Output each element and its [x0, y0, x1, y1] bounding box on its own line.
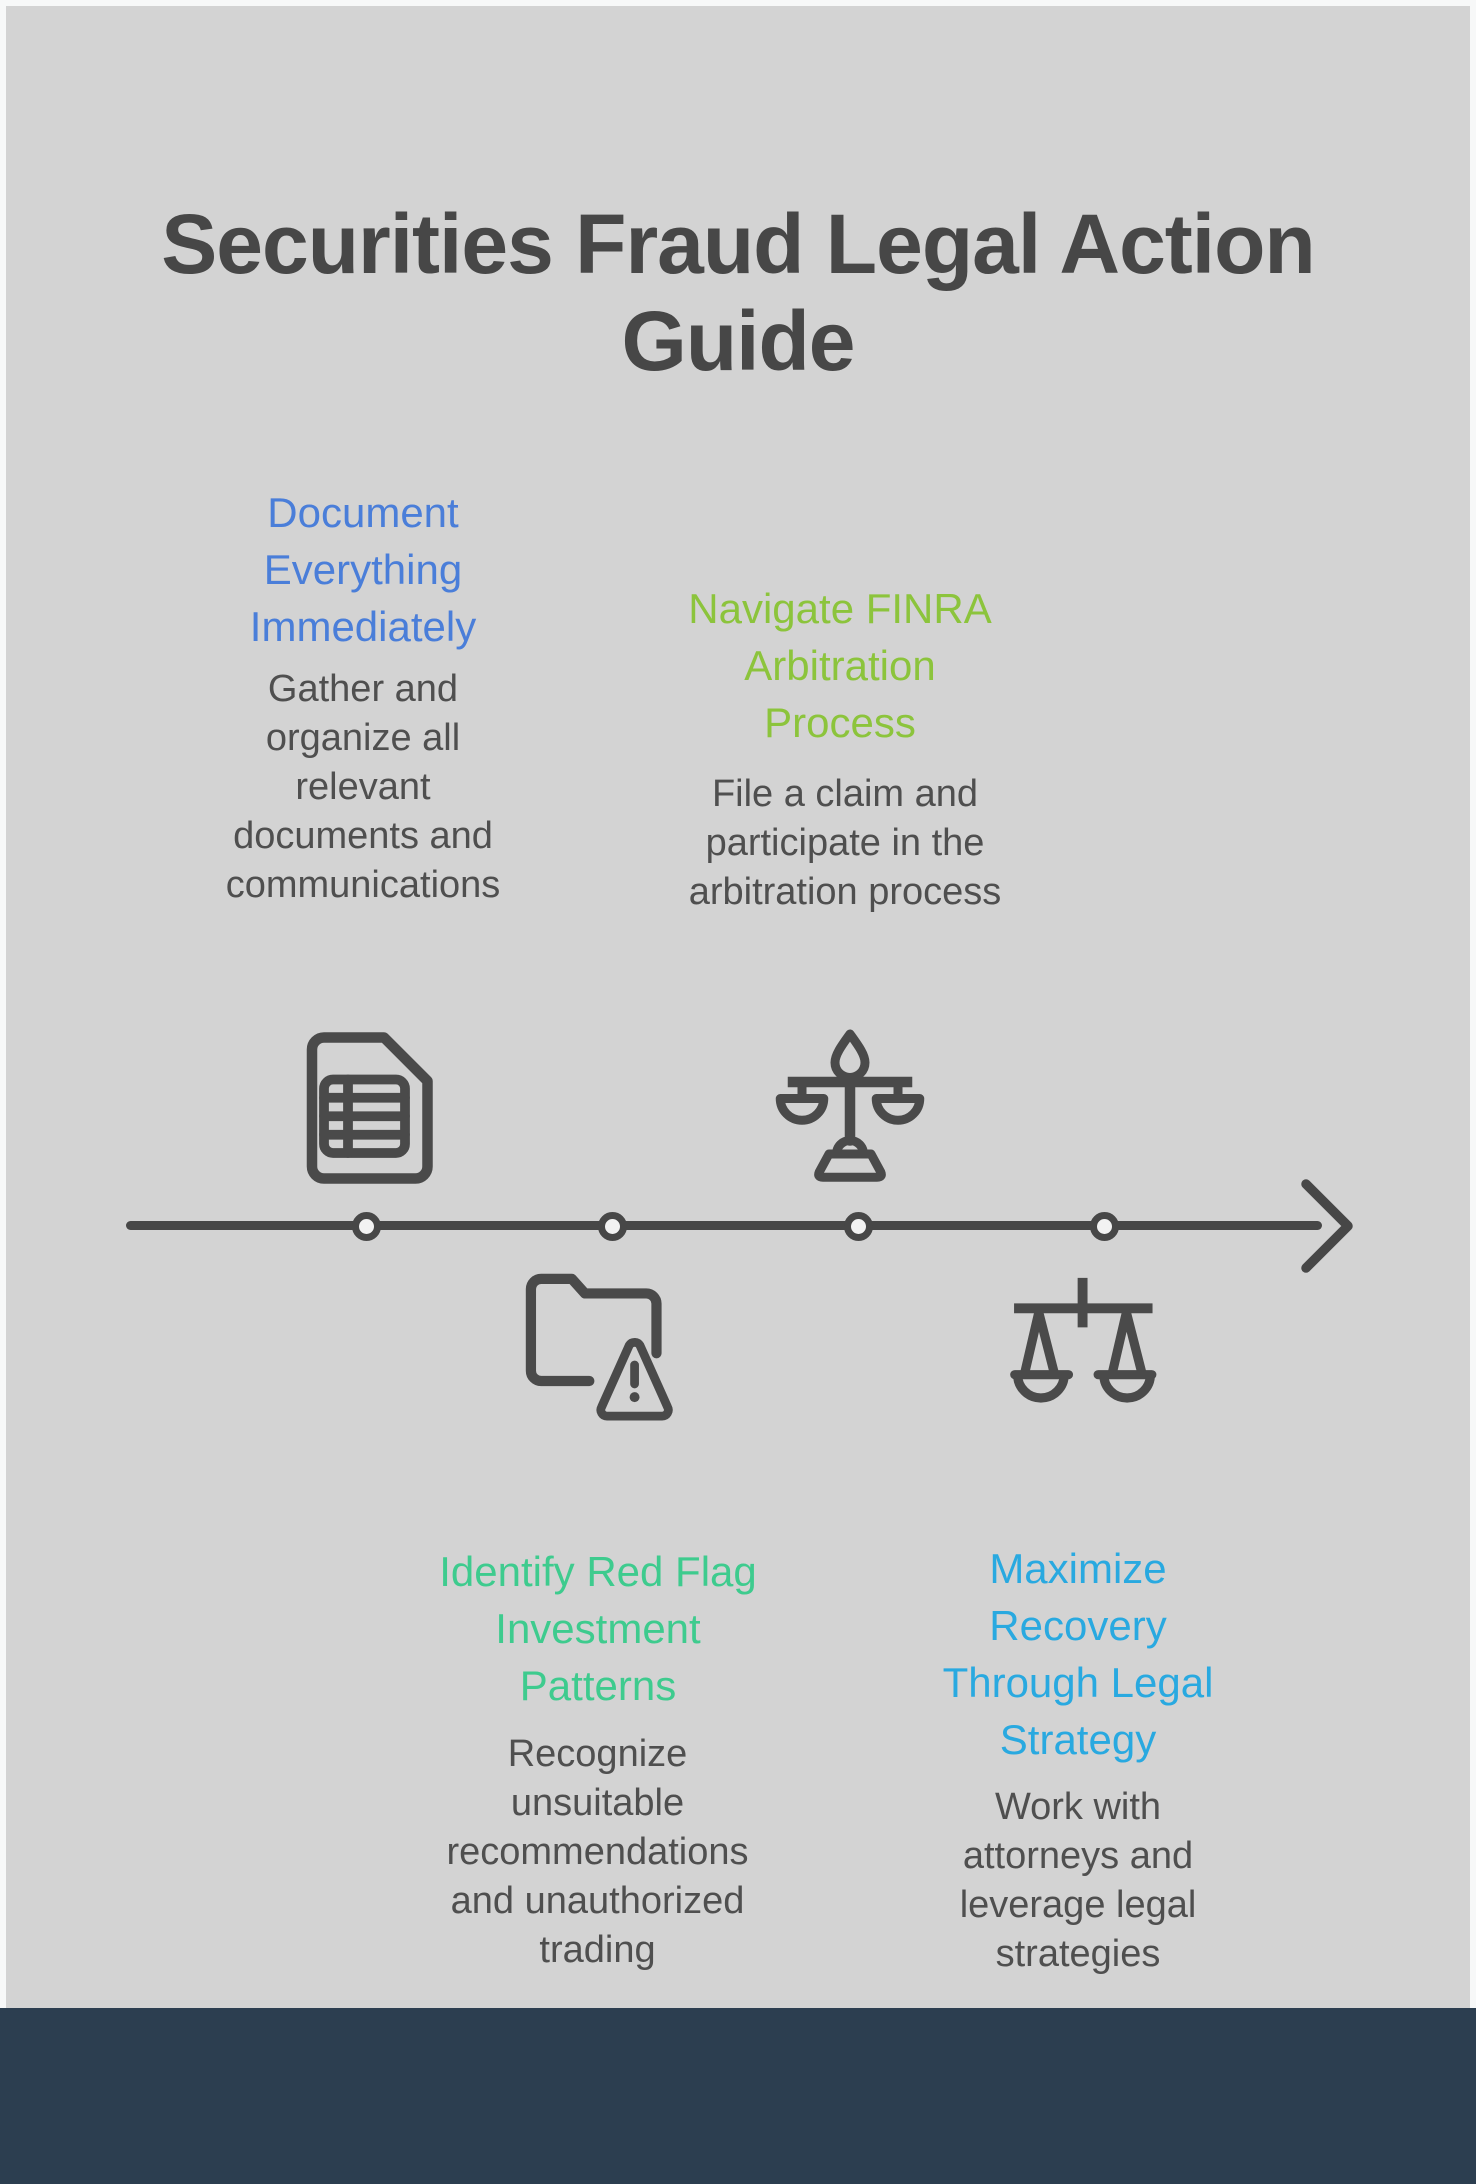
timeline-node-3 [844, 1212, 873, 1241]
step-2-title: Navigate FINRA Arbitration Process [688, 585, 992, 746]
step-4-description: Work with attorneys and leverage legal s… [959, 1786, 1197, 1975]
timeline-node-1 [352, 1212, 381, 1241]
step-1-title: Document Everything Immediately [249, 489, 477, 650]
timeline-node-2 [598, 1212, 627, 1241]
frame-top [0, 0, 1476, 6]
frame-left [0, 0, 6, 2008]
document-icon [300, 1032, 433, 1184]
step-2-description: File a claim and participate in the arbi… [688, 773, 1002, 913]
timeline-line [126, 1221, 1322, 1230]
step-3-description: Recognize unsuitable recommendations and… [446, 1733, 749, 1971]
footer-bar [0, 2008, 1476, 2184]
step-1-description: Gather and organize all relevant documen… [225, 668, 501, 906]
scales-of-justice-icon [775, 1029, 925, 1182]
frame-right [1470, 0, 1476, 2008]
step-3-title: Identify Red Flag Investment Patterns [439, 1548, 757, 1709]
step-4-title: Maximize Recovery Through Legal Strategy [942, 1545, 1214, 1763]
timeline-node-4 [1090, 1212, 1119, 1241]
timeline-arrowhead-icon [1298, 1178, 1358, 1279]
folder-warning-icon [525, 1270, 674, 1422]
page-title: Securities Fraud Legal Action Guide [161, 197, 1315, 388]
balance-scale-icon [1010, 1277, 1157, 1410]
